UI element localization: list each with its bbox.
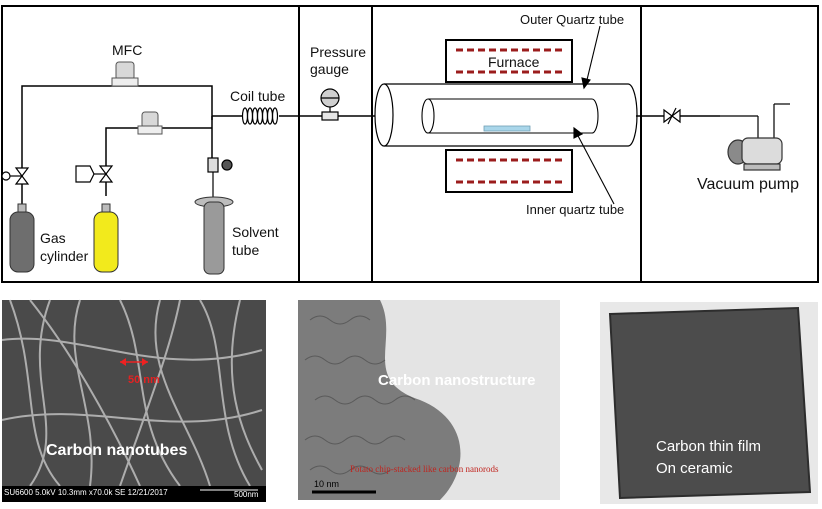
tem-scale: 10 nm xyxy=(314,479,340,489)
film-caption-line1: Carbon thin film xyxy=(656,438,762,455)
solvent-tube-label-line2: tube xyxy=(232,242,260,258)
annotation-arrows xyxy=(573,25,615,205)
coil-tube-label: Coil tube xyxy=(230,88,286,104)
mfc-icon-2 xyxy=(137,111,163,135)
valve-icon-2 xyxy=(75,165,114,183)
furnace-label: Furnace xyxy=(488,54,540,70)
furnace-top xyxy=(445,39,573,83)
valve-icon xyxy=(1,167,30,185)
schematic-frame xyxy=(1,5,819,283)
solvent-tube-label-line1: Solvent xyxy=(232,224,279,240)
pressure-gauge-icon xyxy=(320,88,340,121)
sem-info-scale: 500nm xyxy=(234,490,259,499)
inner-tube-label: Inner quartz tube xyxy=(526,202,625,217)
pressure-label-line1: Pressure xyxy=(310,44,367,60)
sem-info-bar: SU6600 5.0kV 10.3mm x70.0k SE 12/21/2017 xyxy=(4,488,168,497)
solvent-tube-icon xyxy=(194,196,234,275)
sem-caption: Carbon nanotubes xyxy=(46,442,188,459)
film-caption-line2: On ceramic xyxy=(656,460,733,477)
vacuum-pump-label: Vacuum pump xyxy=(697,176,799,193)
gray-gas-cylinder-icon xyxy=(9,203,35,273)
mfc-label: MFC xyxy=(112,42,143,58)
sem-image xyxy=(1,299,266,502)
film-photo xyxy=(600,302,818,504)
solvent-valve-icon xyxy=(207,157,233,200)
tem-subcaption: Potato chip-stacked like carbon nanorods xyxy=(350,464,499,474)
outer-tube-label: Outer Quartz tube xyxy=(520,12,625,27)
furnace-bottom xyxy=(445,149,573,193)
vacuum-pump-icon xyxy=(720,103,790,171)
inner-quartz-tube xyxy=(421,98,599,134)
yellow-gas-cylinder-icon xyxy=(93,203,119,273)
coil-tube-icon xyxy=(241,107,279,125)
sem-scale-marker: 50 nm xyxy=(128,374,160,386)
pressure-label-line2: gauge xyxy=(310,61,349,77)
needle-valve-icon xyxy=(663,107,681,125)
mfc-icon xyxy=(111,61,139,87)
gas-cylinder-label-line2: cylinder xyxy=(40,248,89,264)
tem-image xyxy=(298,300,560,500)
gas-cylinder-label-line1: Gas xyxy=(40,230,66,246)
sample-substrate xyxy=(483,125,531,132)
tem-caption: Carbon nanostructure xyxy=(378,372,536,389)
